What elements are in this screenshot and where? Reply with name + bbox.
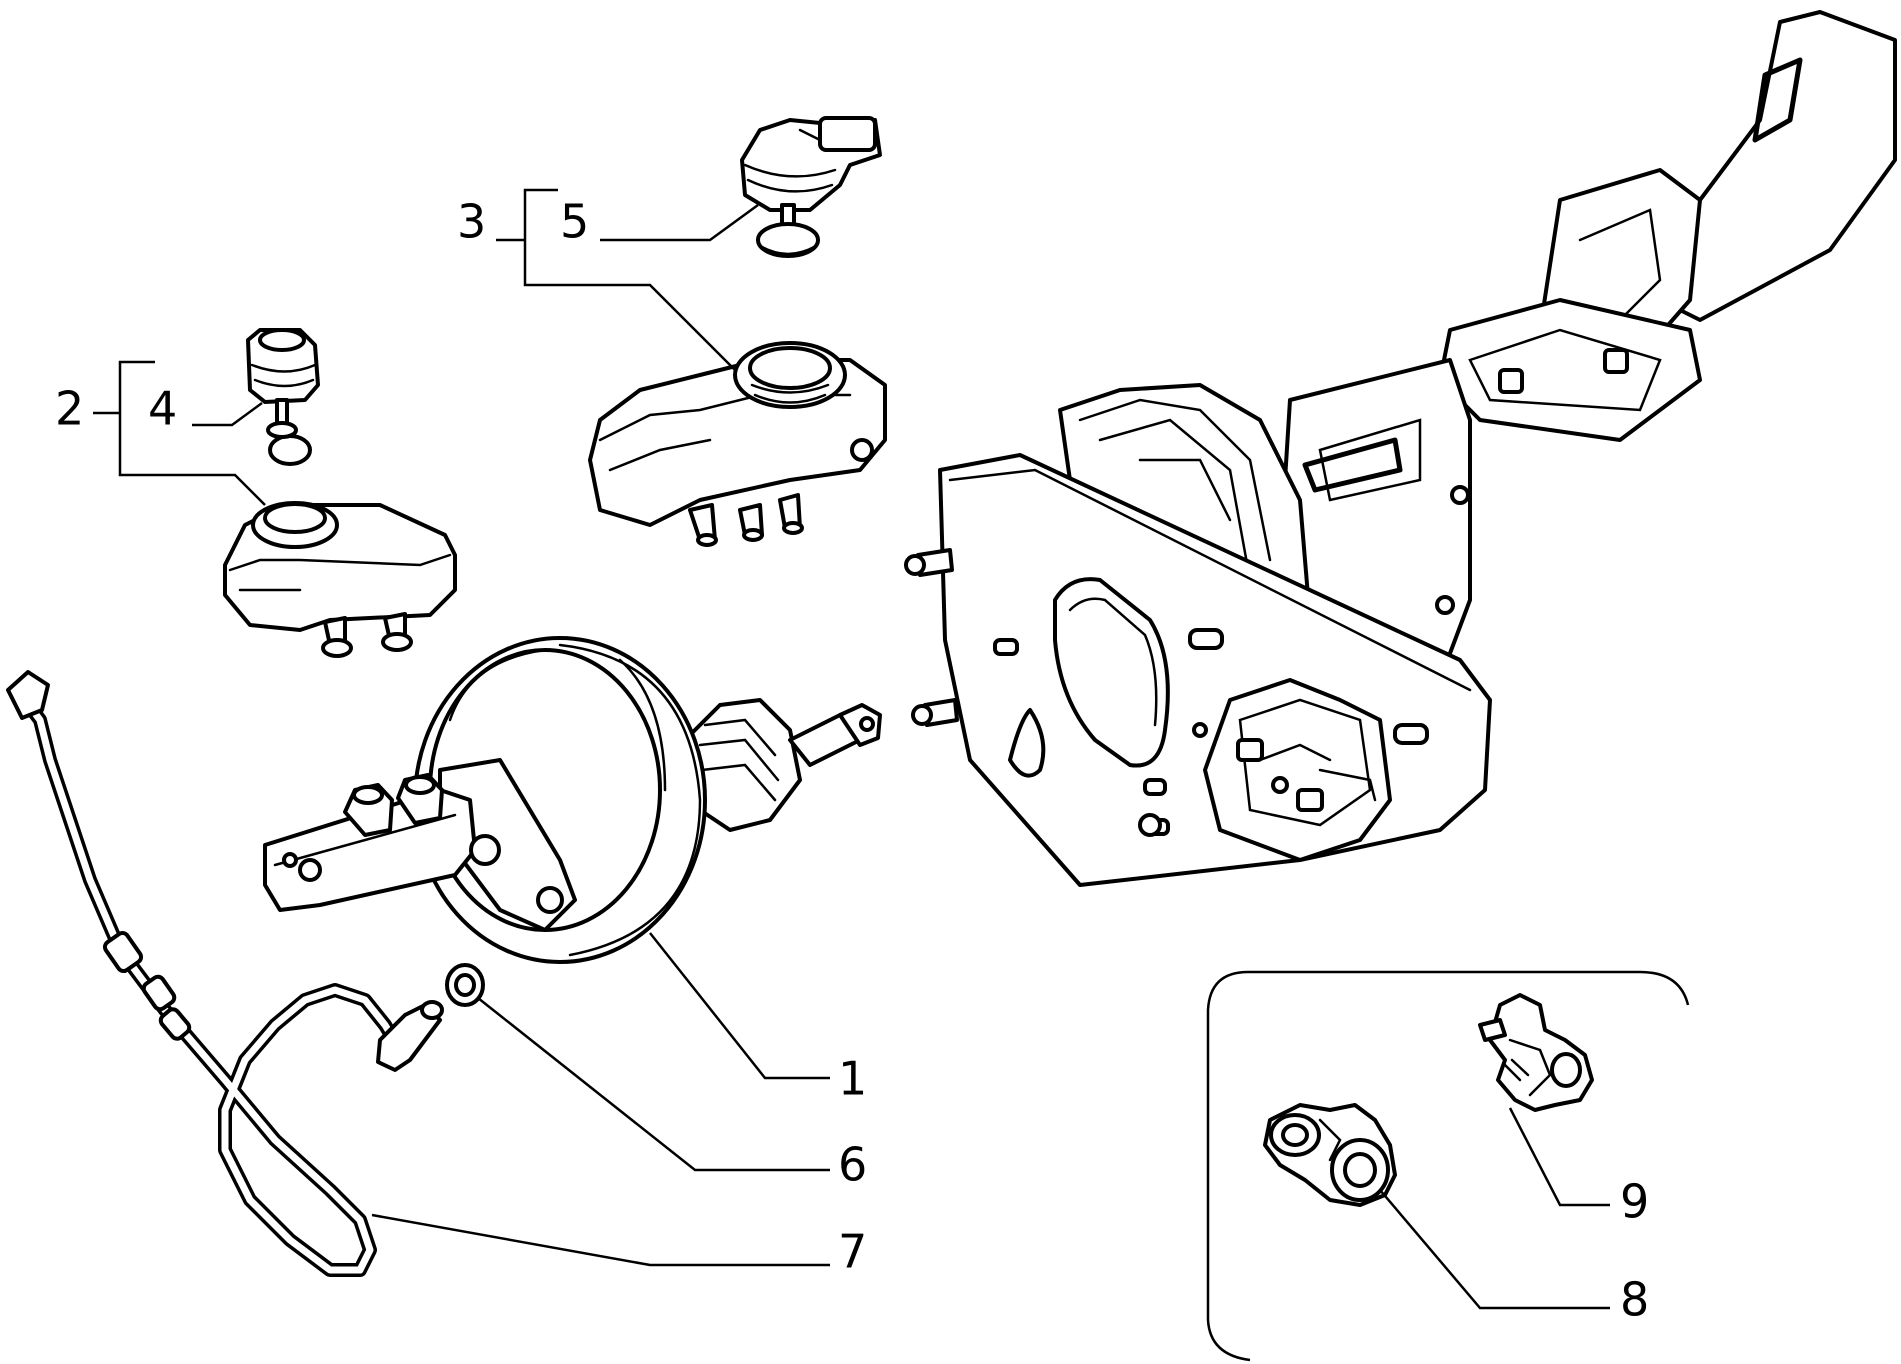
callout-3: 3 xyxy=(457,195,486,249)
callout-5: 5 xyxy=(560,195,589,249)
callout-9: 9 xyxy=(1620,1175,1649,1229)
servo-booster xyxy=(263,636,882,964)
reservoir-with-sensor xyxy=(588,341,887,547)
fluid-reservoir xyxy=(223,501,457,658)
callout-1: 1 xyxy=(838,1052,867,1106)
callout-7: 7 xyxy=(838,1225,867,1279)
reservoir-cap xyxy=(246,328,320,466)
clips-inset xyxy=(1206,970,1690,1362)
callout-2: 2 xyxy=(55,382,84,436)
callout-6: 6 xyxy=(838,1138,867,1192)
seal-ring xyxy=(445,963,485,1007)
vacuum-hose xyxy=(6,670,444,1277)
bulkhead-assembly xyxy=(904,10,1897,887)
leader-lines xyxy=(93,188,1610,1310)
callout-8: 8 xyxy=(1620,1273,1649,1327)
callout-4: 4 xyxy=(148,382,177,436)
cap-with-sensor xyxy=(740,116,882,258)
callout-labels: 1 2 3 4 5 6 7 8 9 xyxy=(55,195,1649,1327)
